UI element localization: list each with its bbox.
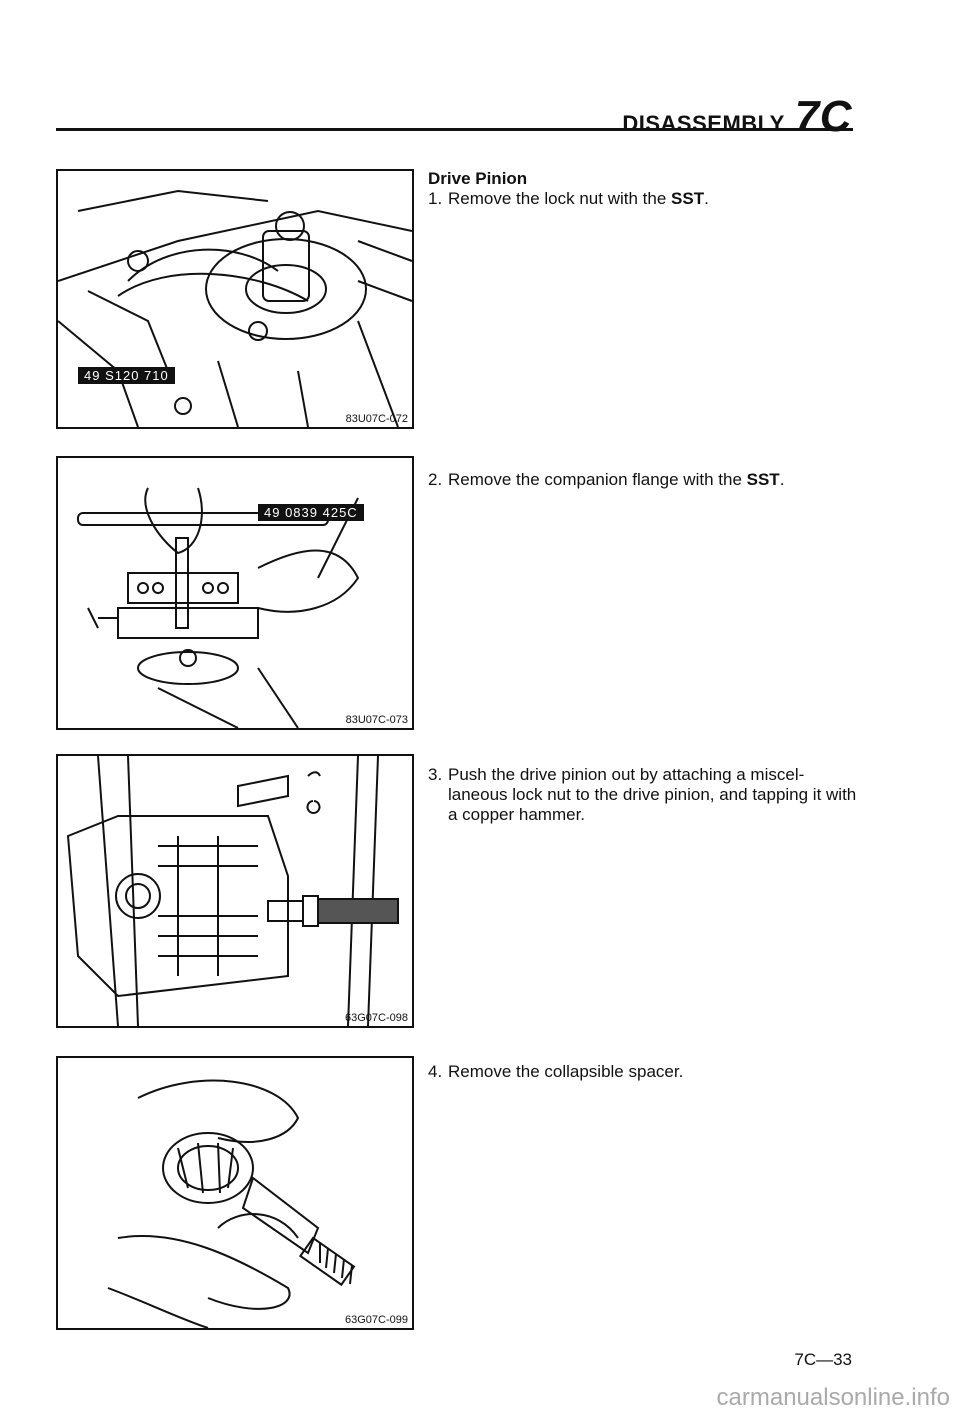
figure-code: 63G07C-098: [345, 1012, 408, 1024]
section-title: DISASSEMBLY: [622, 111, 785, 136]
figure-code: 83U07C-073: [345, 714, 408, 726]
figure-4-illustration: [107, 1079, 356, 1328]
step-number: 4.: [428, 1062, 443, 1081]
figure-code: 83U07C-072: [345, 413, 408, 425]
page-number: 7C—33: [794, 1350, 852, 1369]
figure-collapsible-spacer-removal: 63G07C-099: [56, 1056, 414, 1330]
watermark: carmanualsonline.info: [716, 1384, 950, 1411]
step-4-block: 4. Remove the collapsible spacer.: [428, 1062, 858, 1082]
figure-lock-nut-removal: 49 S120 710 83U07C-072: [56, 169, 414, 429]
step-4: 4. Remove the collapsible spacer.: [428, 1062, 858, 1082]
step-1-block: Drive Pinion 1. Remove the lock nut with…: [428, 169, 858, 209]
header-rule: [56, 128, 853, 131]
page-header: DISASSEMBLY 7C: [622, 92, 852, 142]
step-number: 3.: [428, 765, 443, 784]
figure-code: 63G07C-099: [345, 1314, 408, 1326]
step-text: Push the drive pinion out by attaching a…: [448, 765, 857, 824]
figure-3-illustration: [66, 756, 399, 1026]
section-code: 7C: [794, 92, 852, 141]
figure-2-illustration: [77, 487, 360, 728]
sst-label: 49 0839 425C: [258, 504, 364, 521]
step-text: Remove the collapsible spacer.: [448, 1062, 684, 1081]
step-number: 2.: [428, 470, 443, 489]
section-heading: Drive Pinion: [428, 169, 528, 188]
step-number: 1.: [428, 189, 443, 208]
figure-1-illustration: [58, 189, 412, 427]
figure-drive-pinion-push: 63G07C-098: [56, 754, 414, 1028]
step-1: 1. Remove the lock nut with the SST.: [428, 189, 858, 209]
figure-companion-flange-removal: 49 0839 425C 83U07C-073: [56, 456, 414, 730]
step-2: 2. Remove the companion flange with the …: [428, 470, 858, 490]
step-text: Remove the companion flange with the SST…: [448, 470, 785, 489]
step-3-block: 3. Push the drive pinion out by attachin…: [428, 765, 858, 825]
step-2-block: 2. Remove the companion flange with the …: [428, 470, 858, 490]
step-3: 3. Push the drive pinion out by attachin…: [428, 765, 858, 825]
sst-label: 49 S120 710: [78, 367, 175, 384]
step-text: Remove the lock nut with the SST.: [448, 189, 709, 208]
